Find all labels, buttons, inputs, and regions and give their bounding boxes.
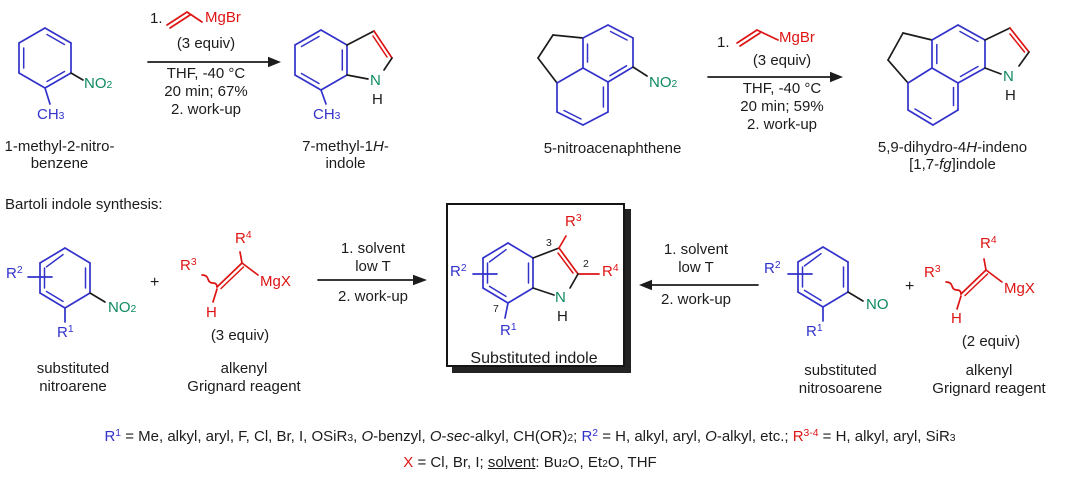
reactant-name: 5-nitroacenaphthene (543, 140, 682, 157)
nh-hydrogen-label: H (1005, 87, 1016, 104)
structure-substituted-indole (472, 235, 600, 319)
reactant-role-label-line2: nitrosoarene (798, 380, 883, 397)
arrow-condition-line3: 2. work-up (660, 291, 732, 308)
position-3-number: 3 (546, 237, 552, 249)
condition-line2: 20 min; 59% (740, 98, 824, 115)
mgx-group-label: MgX (1004, 280, 1035, 297)
condition-line3: 2. work-up (170, 101, 242, 118)
product-name-line2: [1,7-fg]indole (909, 156, 996, 173)
r1-substituent-label: R1 (806, 323, 823, 341)
r3-substituent-label: R3 (180, 257, 197, 275)
equiv-label: (3 equiv) (176, 35, 236, 52)
no2-group-label: NO2 (84, 75, 113, 92)
r4-substituent-label: R4 (602, 263, 619, 281)
reactant-name-line2: benzene (30, 155, 89, 172)
section-heading: Bartoli indole synthesis: (5, 196, 163, 213)
r2-substituent-label: R2 (6, 265, 23, 283)
step1-label: 1. (717, 34, 730, 51)
equiv-label: (2 equiv) (961, 333, 1021, 350)
structure-nitrosoarene-generic (787, 246, 864, 322)
r4-substituent-label: R4 (235, 230, 252, 248)
nh-nitrogen-label: N (370, 72, 381, 89)
substituent-scope-line: R1 = Me, alkyl, aryl, F, Cl, Br, I, OSiR… (104, 428, 956, 446)
structure-alkenyl-grignard-right (945, 258, 1003, 310)
mgbr-reagent-label: MgBr (205, 9, 241, 26)
r4-substituent-label: R4 (980, 235, 997, 253)
position-2-number: 2 (583, 258, 589, 270)
mgbr-reagent-label: MgBr (779, 29, 815, 46)
r2-substituent-label: R2 (450, 263, 467, 281)
ch3-group-label: CH3 (37, 106, 65, 123)
arrow-condition-line1: 1. solvent (663, 241, 729, 258)
structure-nitroacenaphthene (537, 24, 648, 126)
condition-line2: 20 min; 67% (164, 83, 248, 100)
nh-nitrogen-label: N (555, 289, 566, 306)
product-name-line1: 7-methyl-1H- (302, 138, 389, 155)
r2-substituent-label: R2 (764, 260, 781, 278)
no-group-label: NO (866, 296, 889, 313)
vinyl-h-label: H (951, 310, 962, 327)
no2-group-label: NO2 (108, 299, 137, 316)
no2-group-label: NO2 (649, 74, 678, 91)
arrow-condition-line2: low T (678, 259, 714, 276)
r3-substituent-label: R3 (924, 264, 941, 282)
r3-substituent-label: R3 (565, 213, 582, 231)
nh-nitrogen-label: N (1003, 68, 1014, 85)
condition-line1: THF, -40 °C (166, 65, 246, 82)
reactant-role-label-line1: substituted (804, 362, 877, 379)
plus-sign: + (150, 274, 160, 291)
equiv-label: (3 equiv) (210, 327, 270, 344)
arrow-condition-line3: 2. work-up (337, 288, 409, 305)
vinyl-grignard-glyph-right (736, 29, 779, 47)
structure-alkenyl-grignard-left (201, 251, 259, 303)
r1-substituent-label: R1 (500, 322, 517, 340)
r1-substituent-label: R1 (57, 324, 74, 342)
step1-label: 1. (150, 10, 163, 27)
reagent-role-label-line2: Grignard reagent (187, 378, 301, 395)
reactant-role-label-line2: nitroarene (39, 378, 107, 395)
equiv-label: (3 equiv) (752, 52, 812, 69)
vinyl-h-label: H (206, 304, 217, 321)
ch3-group-label: CH3 (313, 106, 341, 123)
nh-hydrogen-label: H (372, 91, 383, 108)
reactant-name-line1: 1-methyl-2-nitro- (4, 138, 115, 155)
reactant-role-label-line1: substituted (36, 360, 110, 377)
reaction-arrow-left (147, 56, 281, 68)
product-box-label: Substituted indole (470, 350, 598, 367)
product-name-line2: indole (325, 155, 366, 172)
structure-nitrotoluene (18, 27, 84, 105)
scheme-arrow-reverse (639, 279, 759, 291)
reaction-arrow-right (707, 71, 843, 83)
product-highlight-box (446, 203, 625, 367)
structure-nitroarene-generic (27, 247, 106, 323)
reagent-role-label-line2: Grignard reagent (932, 380, 1046, 397)
plus-sign: + (905, 278, 915, 295)
vinyl-grignard-glyph-left (166, 11, 203, 29)
halide-solvent-line: X = Cl, Br, I; solvent: Bu2O, Et2O, THF (403, 454, 657, 471)
structure-indenoindole (887, 24, 1030, 126)
nh-hydrogen-label: H (557, 308, 568, 325)
reagent-role-label-line1: alkenyl (220, 360, 268, 377)
mgx-group-label: MgX (260, 273, 291, 290)
condition-line3: 2. work-up (746, 116, 818, 133)
position-7-number: 7 (493, 303, 499, 315)
reagent-role-label-line1: alkenyl (965, 362, 1013, 379)
product-name-line1: 5,9-dihydro-4H-indeno (877, 139, 1028, 156)
condition-line1: THF, -40 °C (742, 80, 822, 97)
scheme-arrow-forward (317, 274, 427, 286)
structure-methylindole (294, 29, 393, 105)
arrow-condition-line2: low T (355, 258, 391, 275)
arrow-condition-line1: 1. solvent (340, 240, 406, 257)
